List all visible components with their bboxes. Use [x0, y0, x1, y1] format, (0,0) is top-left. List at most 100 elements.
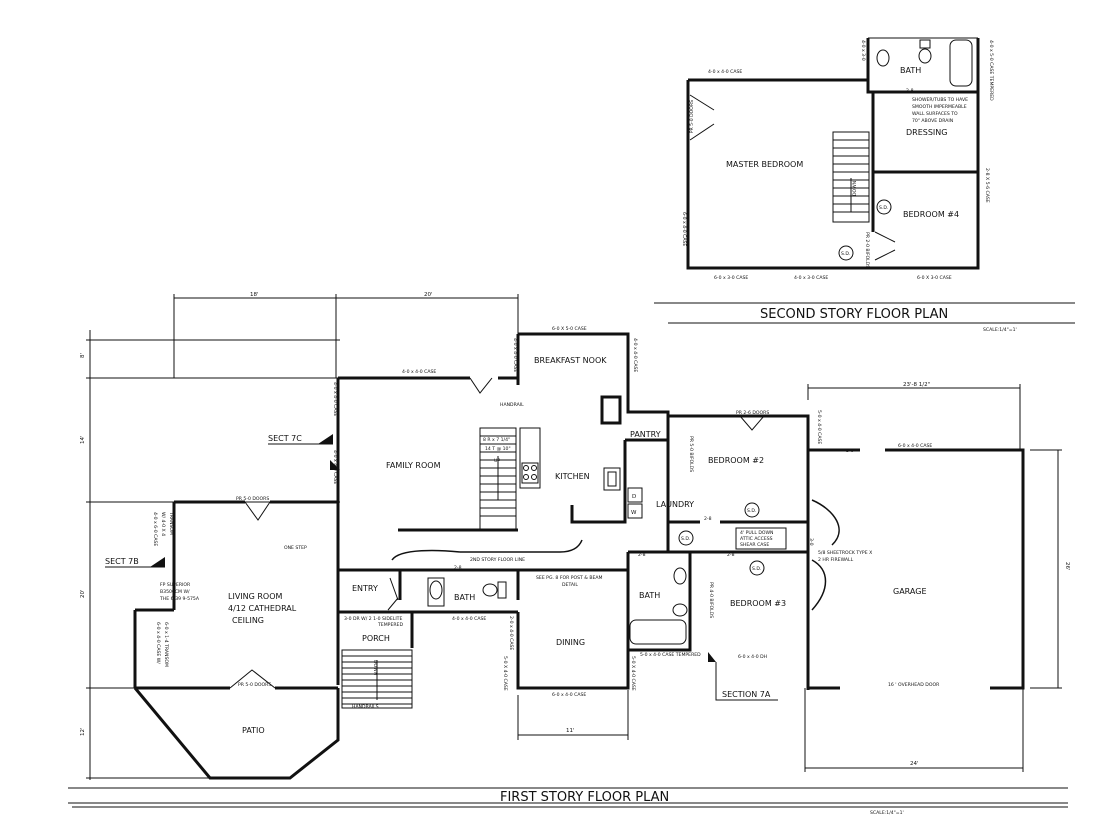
note-sheetrock-1: 5/8 SHEETROCK TYPE X: [818, 550, 872, 556]
window-nook-top: 6-0 X 5-0 CASE: [552, 326, 587, 332]
window-living-left-1: 4-0 x 6-0 CASE: [152, 512, 158, 546]
note-footing-1: SEE PG. 8 FOR POST & BEAM: [536, 575, 603, 581]
second-story-title: SECOND STORY FLOOR PLAN: [760, 307, 948, 322]
door-garage: 16 ' OVERHEAD DOOR: [888, 682, 940, 688]
door-3-0-a: 3-0: [846, 448, 854, 454]
window-family-top: 4-0 x 4-0 CASE: [402, 369, 436, 375]
door-2-8-b: 2-8: [638, 552, 646, 558]
window-dining-bottom: 6-0 x 4-0 CASE: [552, 692, 586, 698]
window-family-left-1: 4-0 x 4-0 CASE: [332, 382, 338, 416]
window-porch: 4-0 x 4-0 CASE: [452, 616, 486, 622]
window-family-left-2: 4-0 x 4-0 CASE: [332, 450, 338, 484]
window-upper-right: 2-8 X 5-6 CASE: [984, 168, 990, 203]
note-handrails: HANDRAILS: [352, 704, 379, 710]
dim-14: 14': [80, 435, 86, 444]
door-bedroom-2-closet: PR 2-6 DOORS: [736, 410, 769, 416]
window-upper-top-right: 4-0 x 5-0 CASE TEMPERED: [988, 40, 994, 101]
dim-11: 11': [566, 728, 575, 734]
room-breakfast-nook: BREAKFAST NOOK: [534, 356, 607, 365]
note-fireplace-3: THE 6-39 9-575A: [159, 596, 200, 602]
note-attic-1: 4' PULL DOWN: [740, 530, 774, 536]
shower-note-2: SMOOTH IMPERMEABLE: [912, 104, 967, 110]
room-living-3: CEILING: [232, 616, 264, 625]
dim-18: 18': [250, 292, 259, 298]
room-living-2: 4/12 CATHEDRAL: [228, 604, 297, 613]
shower-note-4: 70" ABOVE DRAIN: [912, 118, 953, 124]
note-one-step: ONE STEP: [284, 545, 307, 551]
note-second-story-line: 2ND STORY FLOOR LINE: [470, 557, 525, 563]
room-bath-a: BATH: [454, 593, 475, 602]
window-upper-bottom-2: 4-0 x 3-0 CASE: [794, 275, 828, 281]
smoke-detector-1: S.D.: [747, 508, 756, 514]
note-attic-3: SHEAR CASE: [740, 542, 769, 548]
window-nook-left: 4-0 x 4-0 CASE: [512, 338, 518, 372]
smoke-detector-3: S.D.: [752, 566, 761, 572]
room-kitchen: KITCHEN: [555, 472, 590, 481]
window-garage-left: 5-0 x 4-0 CASE: [816, 410, 822, 444]
room-family-room: FAMILY ROOM: [386, 461, 441, 470]
smoke-detector-upper-1: S.D.: [879, 205, 888, 211]
window-upper-left: 6-0 x 4-0 CASE: [681, 212, 687, 246]
door-3-0-b: 3-0: [808, 538, 814, 546]
room-bedroom-4: BEDROOM #4: [903, 210, 959, 219]
door-2-8-a: 2-8: [454, 565, 462, 571]
note-stair-2: 14 T @ 10": [485, 446, 511, 452]
window-upper-bath-top: 4-0 x 3-0: [860, 40, 866, 61]
shower-note-3: WALL SURFACES TO: [912, 111, 958, 117]
door-2-8-c: 2-8: [704, 516, 712, 522]
window-upper-bottom-1: 6-0 x 3-0 CASE: [714, 275, 748, 281]
door-2-8-d: 2-8: [727, 552, 735, 558]
room-dressing: DRESSING: [906, 128, 947, 137]
room-laundry: LAUNDRY: [656, 500, 694, 509]
dim-23: 23'-8 1/2": [903, 382, 930, 388]
note-stair-up: UP: [494, 458, 500, 464]
note-footing-2: DETAIL: [562, 582, 578, 588]
stair-down-upper: DOWN: [852, 181, 858, 196]
room-porch: PORCH: [362, 634, 390, 643]
door-entry-1: 3-0 DR W/ 2 1-0 SIDELITE: [344, 616, 402, 622]
dim-26: 26': [1064, 562, 1070, 571]
door-upper-left: PR 5-0 DOORS: [689, 100, 695, 133]
dim-12: 12': [80, 727, 86, 736]
dim-24: 24': [910, 761, 919, 767]
window-dining-right: 5-0 X 4-0 CASE: [630, 656, 636, 691]
window-bath-b: 5-0 x 4-0 CASE TEMPERED: [640, 652, 701, 658]
window-nook-right: 4-0 x 4-0 CASE: [632, 338, 638, 372]
window-upper-top: 4-0 x 4-0 CASE: [708, 69, 742, 75]
window-living-lower-2: 6-0 x 1-4 TRANSOM: [163, 622, 169, 667]
note-fireplace-2: B3500CM W/: [160, 589, 190, 595]
note-fireplace-1: FP SUPERIOR: [160, 582, 191, 588]
dim-20: 20': [424, 292, 433, 298]
second-story-plan: SECOND STORY FLOOR PLAN SCALE:1/4"=1' MA…: [654, 37, 1075, 333]
door-entry-2: TEMPERED: [377, 622, 403, 628]
note-porch-stair: DOWN: [372, 660, 378, 675]
section-7b: SECT 7B: [105, 557, 139, 566]
note-stair-1: 8 R x 7 1/4": [483, 437, 510, 443]
room-dining: DINING: [556, 638, 585, 647]
smoke-detector-2: S.D.: [681, 536, 690, 542]
window-living-lower-1: 6-0 x 4-0 CASE W/: [155, 622, 161, 664]
room-bedroom-2: BEDROOM #2: [708, 456, 764, 465]
room-bath-b: BATH: [639, 591, 660, 600]
section-7c: SECT 7C: [268, 434, 302, 443]
window-bedroom-3: 6-0 x 4-0 DH: [738, 654, 767, 660]
second-story-scale: SCALE:1/4"=1': [983, 327, 1017, 333]
window-living-left-2: W/ 4-0 X 4: [160, 512, 166, 536]
door-bedroom-3-bifold: PR 4-0 BIFOLDS: [708, 582, 714, 618]
window-garage-top: 6-0 x 4-0 CASE: [898, 443, 932, 449]
shower-height: 2-8: [906, 88, 914, 94]
room-bath-upper: BATH: [900, 66, 921, 75]
first-story-scale: SCALE:1/4"=1': [870, 810, 904, 816]
section-7a: SECTION 7A: [722, 690, 771, 699]
window-upper-bottom-3: 6-0 X 3-0 CASE: [917, 275, 952, 281]
note-handrail: HANDRAIL: [500, 402, 524, 408]
room-entry: ENTRY: [352, 584, 378, 593]
room-living-1: LIVING ROOM: [228, 592, 283, 601]
room-pantry: PANTRY: [630, 430, 661, 439]
first-story-plan: FIRST STORY FLOOR PLAN SCALE:1/4"=1' BRE…: [68, 292, 1070, 816]
shower-note-1: SHOWER/TUBS TO HAVE: [912, 97, 968, 103]
door-living-top: PR 5-0 DOORS: [236, 496, 269, 502]
label-washer: W: [631, 510, 637, 516]
smoke-detector-upper-2: S.D.: [841, 251, 850, 257]
